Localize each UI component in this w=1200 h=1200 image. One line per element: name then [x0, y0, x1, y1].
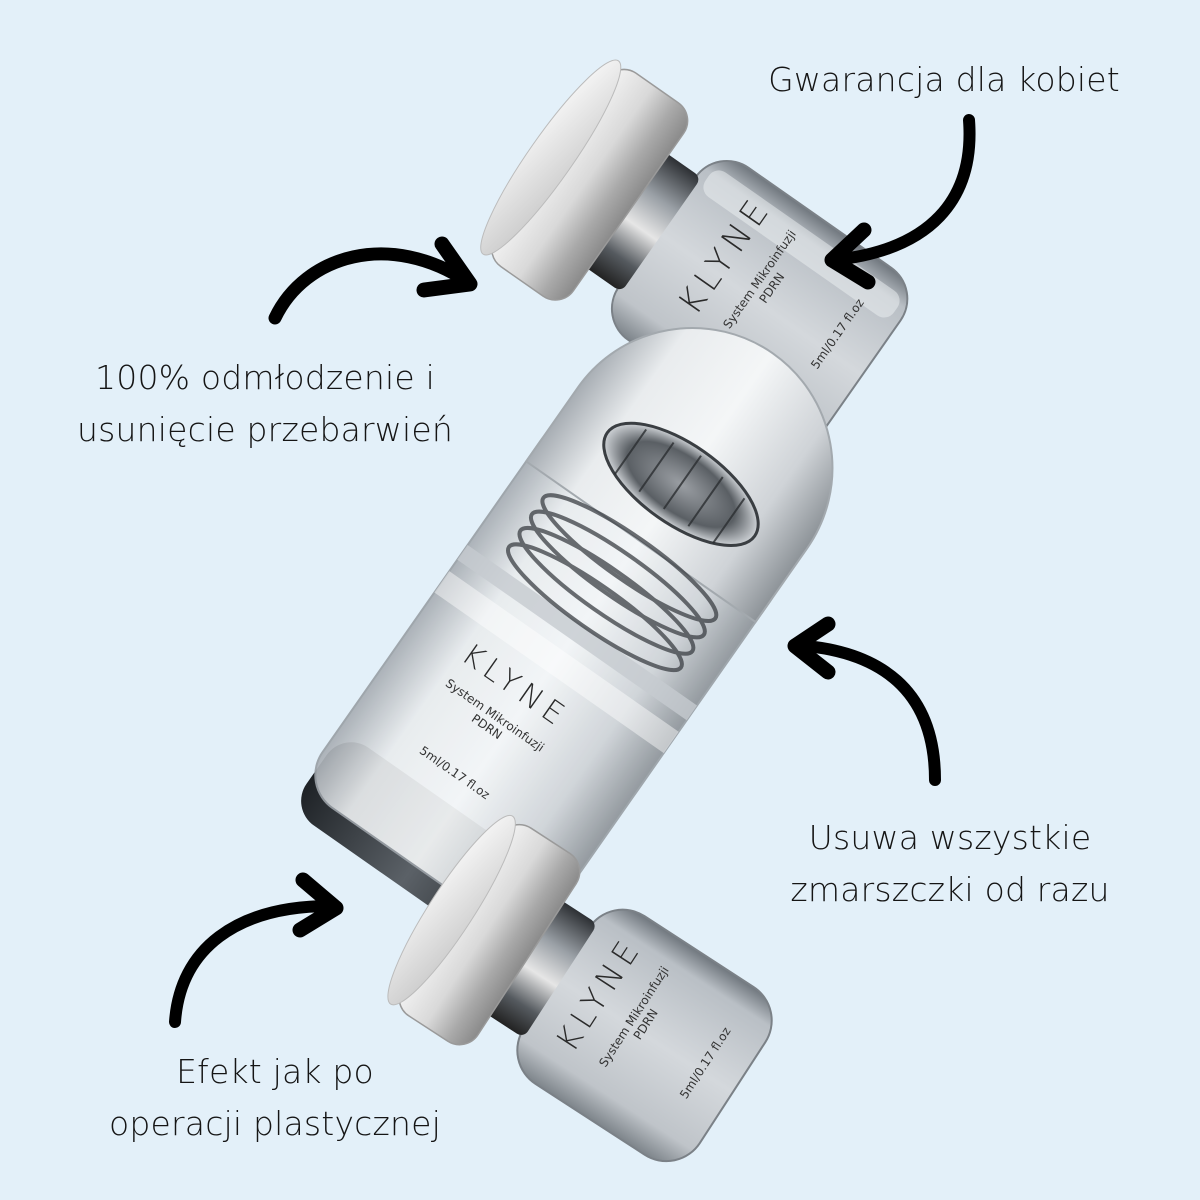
caption-wrinkles: Usuwa wszystkie zmarszczki od razu [758, 812, 1142, 916]
caption-rejuvenation: 100% odmłodzenie i usunięcie przebarwień [40, 352, 490, 456]
bottom-vial: KLYNE System Mikroinfuzji PDRN 5ml/0.17 … [387, 814, 773, 1163]
curved-arrow-left-icon [824, 114, 976, 290]
caption-line: zmarszczki od razu [790, 870, 1110, 909]
caption-line: Efekt jak po [176, 1052, 374, 1091]
curved-arrow-right-icon [268, 236, 478, 325]
center-bottle: KLYNE System Mikroinfuzji PDRN 5ml/0.17 … [301, 326, 834, 952]
caption-line: operacji plastycznej [108, 1104, 442, 1143]
caption-guarantee: Gwarancja dla kobiet [742, 54, 1146, 106]
caption-line: usunięcie przebarwień [77, 410, 453, 449]
caption-line: 100% odmłodzenie i [95, 358, 435, 397]
curved-arrow-right-icon [169, 872, 344, 1028]
caption-line: Gwarancja dla kobiet [768, 60, 1120, 99]
curved-arrow-up-left-icon [787, 616, 941, 786]
coil-rings [506, 493, 719, 673]
caption-line: Usuwa wszystkie [808, 818, 1092, 857]
caption-surgery-effect: Efekt jak po operacji plastycznej [85, 1046, 465, 1150]
